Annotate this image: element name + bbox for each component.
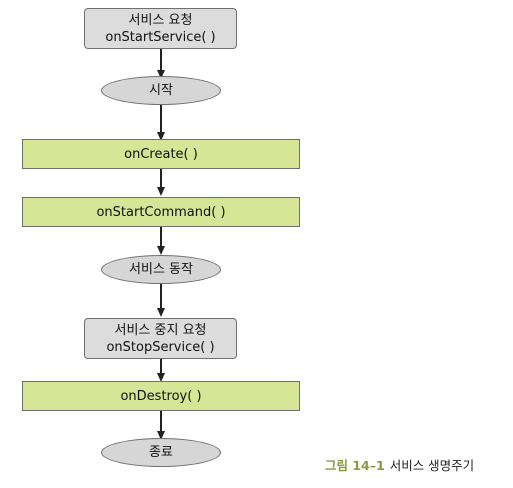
running-label: 서비스 동작 (129, 262, 193, 277)
on-start-command-label: onStartCommand( ) (96, 204, 226, 220)
start-label: 시작 (149, 83, 173, 98)
on-start-command-box: onStartCommand( ) (22, 197, 300, 227)
on-destroy-label: onDestroy( ) (120, 388, 202, 404)
start-ellipse: 시작 (101, 76, 221, 105)
figure-title: 서비스 생명주기 (389, 458, 475, 473)
request-start-method: onStartService( ) (105, 29, 216, 45)
figure-number: 그림 14–1 (325, 458, 385, 473)
on-create-label: onCreate( ) (124, 146, 198, 162)
end-ellipse: 종료 (101, 438, 221, 467)
running-ellipse: 서비스 동작 (101, 255, 221, 284)
end-label: 종료 (149, 445, 173, 460)
request-stop-method: onStopService( ) (106, 339, 215, 355)
request-start-box: 서비스 요청 onStartService( ) (84, 8, 237, 49)
figure-caption: 그림 14–1 서비스 생명주기 (325, 455, 474, 474)
on-create-box: onCreate( ) (22, 139, 300, 169)
request-stop-label: 서비스 중지 요청 (114, 322, 207, 338)
on-destroy-box: onDestroy( ) (22, 381, 300, 411)
request-stop-box: 서비스 중지 요청 onStopService( ) (84, 318, 237, 359)
request-start-label: 서비스 요청 (128, 12, 193, 28)
